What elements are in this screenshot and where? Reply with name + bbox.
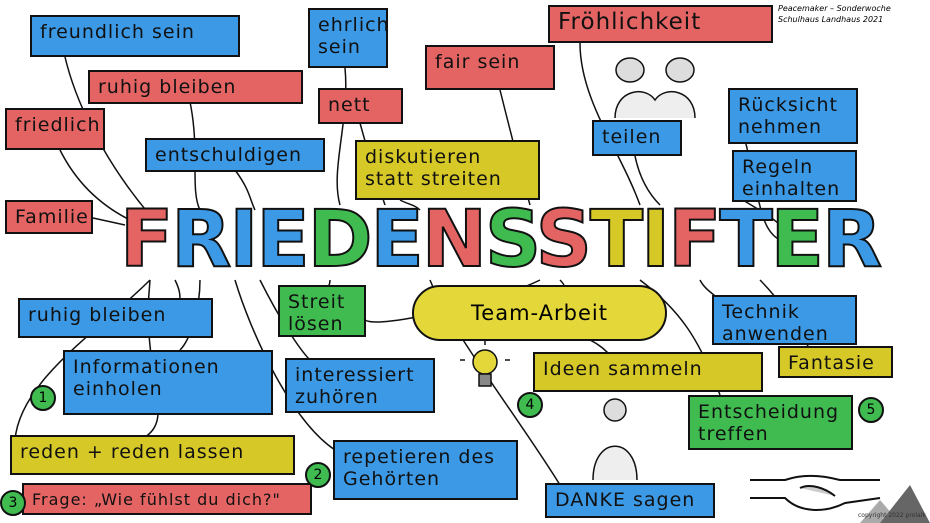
box-technik-anwenden: Technik anwenden [712, 295, 857, 345]
box-ruhig-bleiben-bottom: ruhig bleiben [18, 298, 213, 338]
box-repetieren: repetieren des Gehörten [333, 440, 518, 500]
box-nett: nett [318, 88, 403, 124]
box-friedlich: friedlich [5, 108, 105, 150]
box-frage: Frage: „Wie fühlst du dich?" [22, 483, 312, 515]
step-badge-2: 2 [305, 462, 331, 488]
box-ruhig-bleiben-top: ruhig bleiben [88, 70, 303, 104]
title-letter: R [821, 195, 883, 285]
box-diskutieren: diskutieren statt streiten [355, 140, 540, 200]
box-familie: Familie [5, 200, 93, 234]
title-letter: E [255, 195, 310, 285]
step-badge-3: 3 [0, 490, 26, 516]
box-teilen: teilen [592, 120, 682, 156]
main-title: FRIEDENSSTIFTER [119, 199, 883, 281]
handshake-icon [750, 474, 881, 511]
title-letter: S [535, 195, 593, 285]
title-letter: T [589, 195, 644, 285]
step-badge-1: 1 [30, 385, 56, 411]
cloud-team-arbeit: Team-Arbeit [412, 285, 667, 341]
box-ruecksicht-nehmen: Rücksicht nehmen [728, 88, 858, 144]
step-badge-5: 5 [858, 397, 884, 423]
logo-mountains [860, 485, 930, 523]
credit-line-2: Schulhaus Landhaus 2021 [778, 15, 884, 24]
box-streit-loesen: Streit lösen [278, 285, 366, 337]
title-letter: N [421, 195, 488, 285]
title-letter: F [119, 195, 174, 285]
box-fantasie: Fantasie [778, 346, 893, 378]
copyright-text: copyright 2022 prolalk [858, 512, 926, 519]
title-letter: E [770, 195, 825, 285]
box-regeln-einhalten: Regeln einhalten [732, 150, 857, 202]
box-ehrlich-sein: ehrlich sein [308, 8, 389, 68]
box-froehlichkeit: Fröhlichkeit [548, 5, 773, 43]
box-entschuldigen: entschuldigen [145, 138, 325, 172]
title-letter: F [667, 195, 722, 285]
box-reden-lassen: reden + reden lassen [10, 435, 295, 475]
credit-line-1: Peacemaker – Sonderwoche [778, 4, 891, 13]
credit-text: Peacemaker – Sonderwoche Schulhaus Landh… [778, 3, 891, 25]
box-danke-sagen: DANKE sagen [545, 483, 715, 518]
people-icon [614, 57, 696, 119]
box-interessiert-zuhoeren: interessiert zuhören [285, 358, 435, 413]
step-badge-4: 4 [517, 392, 543, 418]
box-ideen-sammeln: Ideen sammeln [533, 352, 763, 392]
title-letter: D [307, 195, 374, 285]
title-letter: I [228, 195, 259, 285]
title-letter: S [484, 195, 539, 285]
box-entscheidung-treffen: Entscheidung treffen [688, 395, 853, 450]
lightbulb-icon [460, 340, 510, 387]
box-freundlich-sein: freundlich sein [30, 15, 240, 57]
title-letter: I [640, 195, 671, 285]
person-icon [592, 398, 638, 480]
title-letter: T [718, 195, 773, 285]
title-letter: R [170, 195, 232, 285]
title-letter: E [369, 195, 424, 285]
box-informationen-einholen: Informationen einholen [63, 350, 273, 415]
box-fair-sein: fair sein [425, 45, 555, 90]
